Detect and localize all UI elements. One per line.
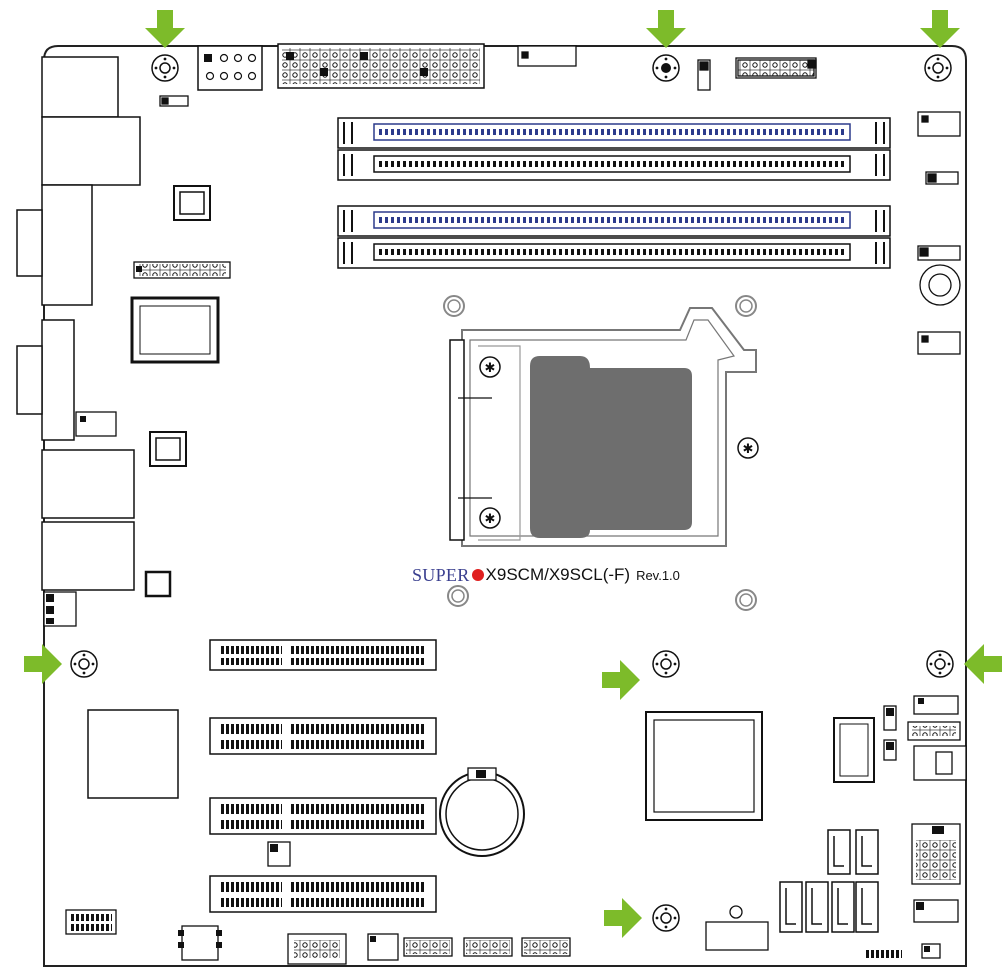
bios-chip (181, 925, 219, 961)
pcie-slot-4 (209, 875, 437, 913)
board-model-label: SUPER X9SCM/X9SCL(-F) Rev.1.0 (412, 562, 680, 588)
mounting-holes (70, 54, 954, 932)
board-model-text: X9SCM/X9SCL(-F) (485, 565, 631, 584)
dimm-slot-2 (337, 149, 891, 181)
chip-small-3 (144, 570, 172, 598)
rear-io-panel (16, 56, 141, 591)
cpu-screw (737, 437, 759, 459)
io-lan1-port (41, 449, 135, 519)
left-chips (43, 185, 231, 799)
mounting-hole-icon (926, 650, 954, 678)
sata-ports (779, 829, 879, 933)
cpu-socket: ✱ ✱ ✱ (443, 295, 759, 611)
pcie-slot-1 (209, 639, 437, 671)
green-arrow-icon (920, 10, 960, 48)
svg-text:✱: ✱ (743, 442, 754, 457)
mounting-hole-icon (652, 650, 680, 678)
svg-text:✱: ✱ (485, 512, 496, 527)
right-edge-headers (917, 111, 961, 355)
green-arrow-icon (964, 644, 1002, 684)
green-arrow-icon (145, 10, 185, 48)
mounting-hole-icon (151, 54, 179, 82)
dimm-slot-1 (337, 117, 891, 149)
atx-12v-connector (197, 45, 263, 91)
green-arrow-icon (602, 660, 640, 700)
svg-text:✱: ✱ (485, 361, 496, 376)
cmos-battery (439, 767, 525, 857)
dimm-slot-3 (337, 205, 891, 237)
mounting-hole-icon (652, 904, 680, 932)
small-header-top (159, 45, 817, 107)
atx-24pin-connector (277, 43, 485, 89)
green-arrow-icon (24, 644, 62, 684)
green-arrows (24, 10, 1002, 938)
logo-dot-icon (471, 569, 484, 581)
lan-controller-chip (87, 709, 179, 799)
bottom-left-components (65, 841, 769, 965)
right-bottom-headers (833, 695, 967, 959)
pch-chip (645, 711, 763, 821)
io-serial-port (41, 184, 93, 306)
mounting-hole-icon (70, 650, 98, 678)
cpu-load-plate (530, 356, 692, 538)
io-lan2-port (41, 521, 135, 591)
pcie-slot-3 (209, 797, 437, 835)
board-revision-text: Rev.1.0 (636, 567, 680, 583)
io-ps2-port (41, 56, 119, 118)
green-arrow-icon (604, 898, 642, 938)
pcie-slot-2 (209, 717, 437, 755)
cpu-screw (479, 356, 501, 378)
pcie-slots (209, 639, 437, 913)
green-arrow-icon (646, 10, 686, 48)
dimm-slots (337, 117, 891, 269)
mounting-hole-icon (924, 54, 952, 82)
cpu-screw (479, 507, 501, 529)
mounting-hole-icon (652, 54, 680, 82)
dimm-slot-4 (337, 237, 891, 269)
brand-super-text: SUPER (412, 564, 470, 585)
